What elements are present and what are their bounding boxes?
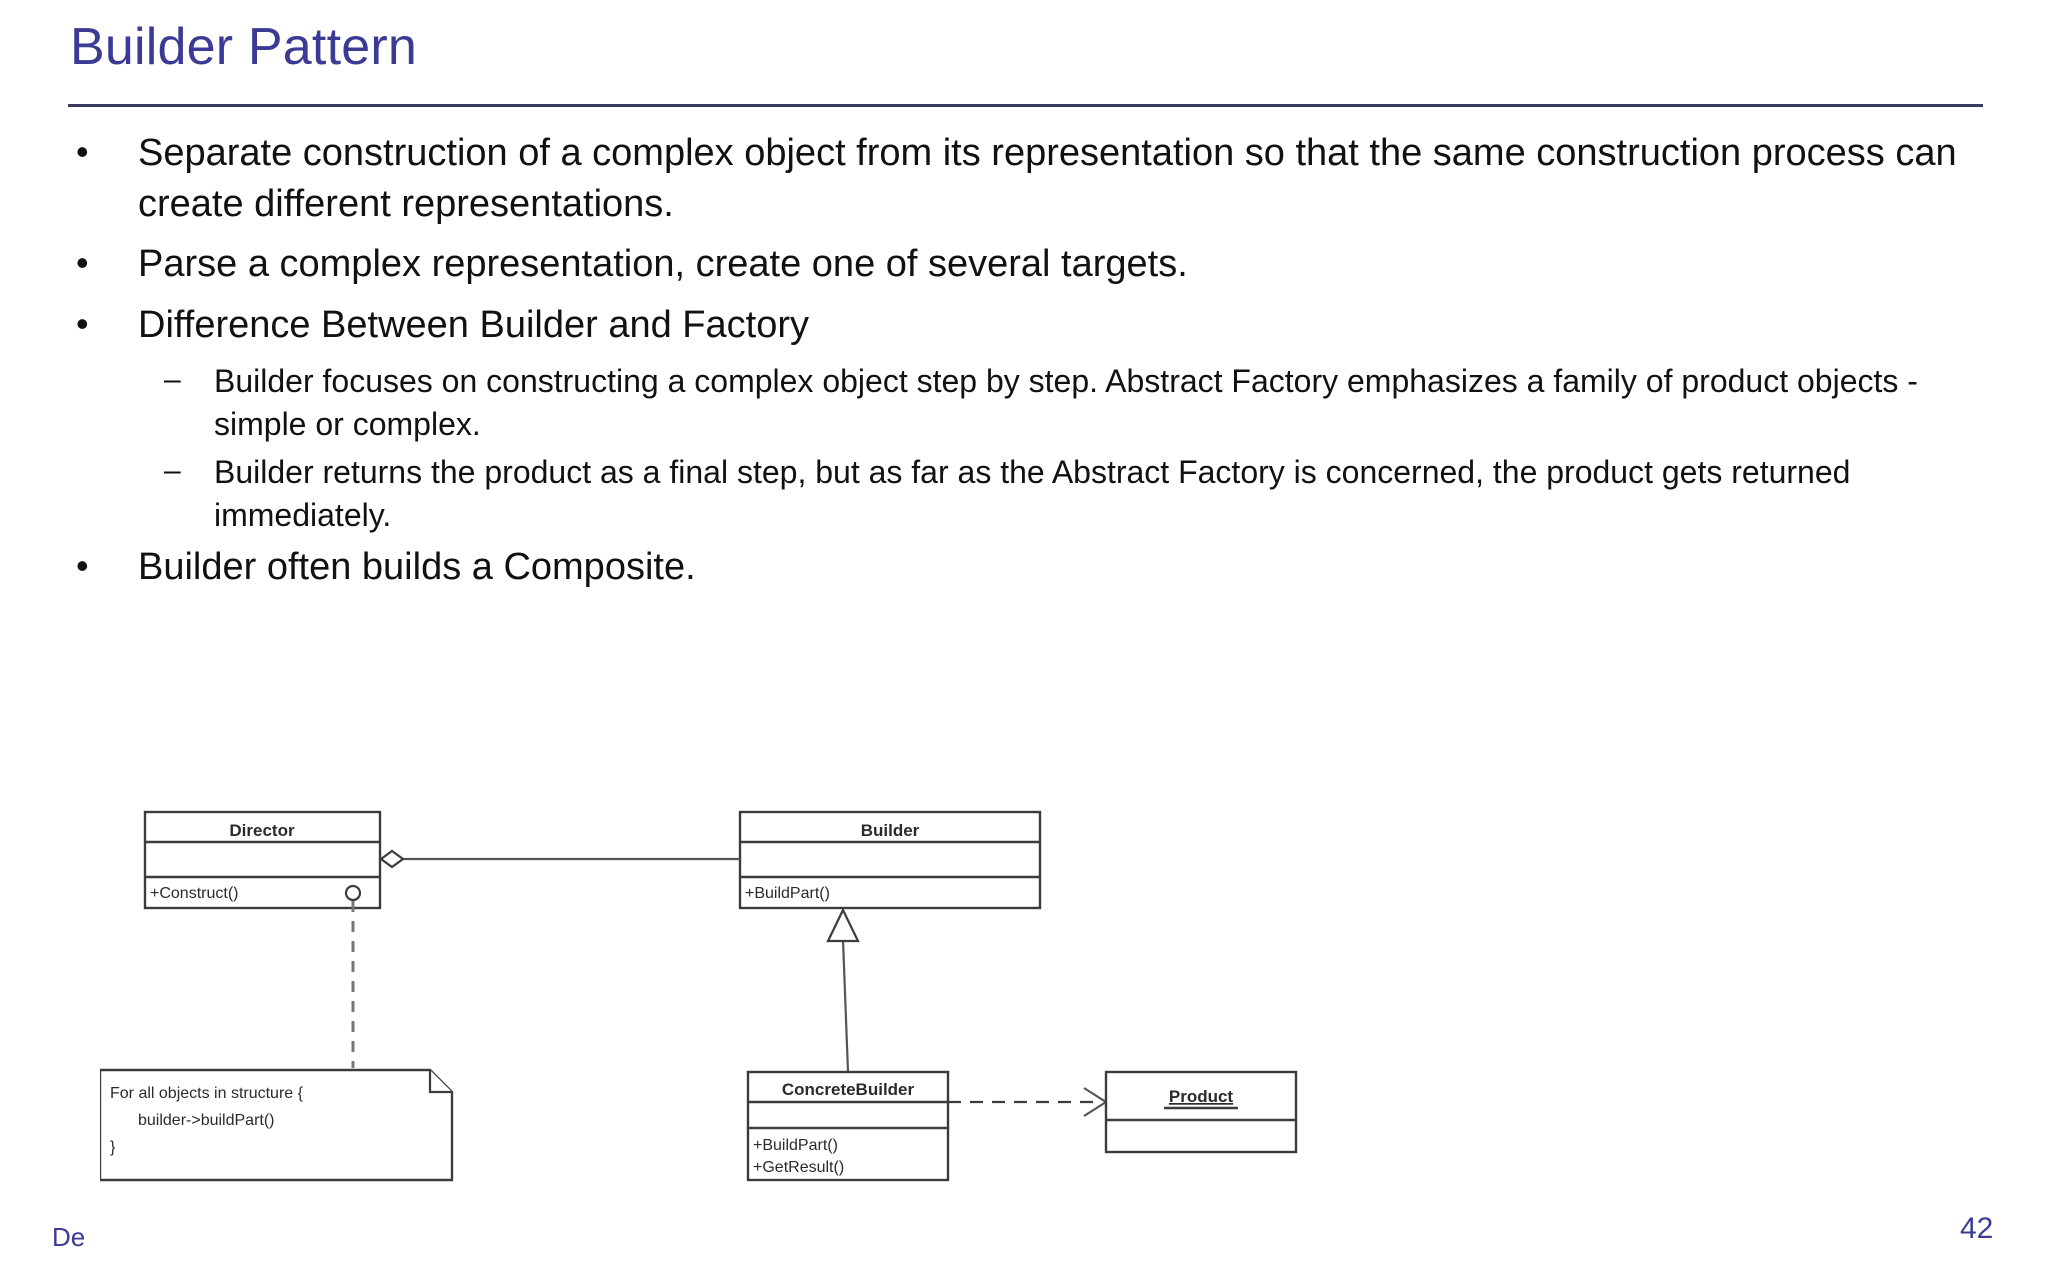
bullet-marker: • <box>76 242 89 284</box>
bullet-text: Builder often builds a Composite. <box>138 546 696 589</box>
uml-class-director: Director +Construct() <box>143 810 382 910</box>
uml-class-name-director: Director <box>229 821 295 840</box>
uml-relationship-generalization <box>826 907 860 1073</box>
sub-bullet-item: – Builder focuses on constructing a comp… <box>68 360 1988 445</box>
uml-class-concretebuilder: ConcreteBuilder +BuildPart() +GetResult(… <box>746 1070 950 1182</box>
bullet-text: Difference Between Builder and Factory <box>138 303 809 346</box>
uml-note-anchor <box>344 884 362 1068</box>
uml-class-name-builder: Builder <box>861 821 920 840</box>
sub-bullet-marker: – <box>164 363 181 397</box>
uml-operation-builder-buildpart: +BuildPart() <box>745 885 830 902</box>
bullet-item: • Parse a complex representation, create… <box>68 239 1988 290</box>
uml-note-line-3: } <box>110 1139 116 1156</box>
bullet-marker: • <box>76 302 89 344</box>
note-anchor-circle-icon <box>344 884 362 902</box>
bullet-text: Parse a complex representation, create o… <box>138 243 1188 286</box>
footer-text: De <box>52 1222 86 1252</box>
uml-operation-concretebuilder-buildpart: +BuildPart() <box>753 1137 838 1154</box>
uml-operation-concretebuilder-getresult: +GetResult() <box>753 1159 844 1176</box>
uml-note: For all objects in structure { builder->… <box>100 1068 454 1182</box>
bullet-item: • Separate construction of a complex obj… <box>68 128 1988 229</box>
uml-class-name-product: Product <box>1169 1087 1234 1106</box>
page-title: Builder Pattern <box>70 18 417 76</box>
sub-bullet-marker: – <box>164 454 181 488</box>
uml-class-name-concretebuilder: ConcreteBuilder <box>782 1080 915 1099</box>
uml-operation-director-construct: +Construct() <box>150 885 238 902</box>
uml-note-line-1: For all objects in structure { <box>110 1085 304 1102</box>
title-divider <box>68 104 1983 107</box>
aggregation-diamond-icon <box>379 849 405 869</box>
uml-note-line-2: builder->buildPart() <box>138 1112 275 1129</box>
uml-class-diagram: Director +Construct() Builder +BuildPart… <box>100 780 1460 1220</box>
page-number: 42 <box>1960 1212 1994 1245</box>
sub-bullet-text: Builder returns the product as a final s… <box>214 454 1851 533</box>
sub-bullet-item: – Builder returns the product as a final… <box>68 451 1988 536</box>
uml-class-builder: Builder +BuildPart() <box>738 810 1042 910</box>
bullet-marker: • <box>76 131 89 172</box>
bullet-text: Separate construction of a complex objec… <box>138 132 1957 225</box>
slide-body: • Separate construction of a complex obj… <box>68 128 1988 603</box>
sub-bullet-text: Builder focuses on constructing a comple… <box>214 363 1918 442</box>
uml-relationship-aggregation <box>379 849 740 869</box>
uml-relationship-dependency <box>948 1087 1109 1117</box>
uml-class-product: Product <box>1104 1070 1298 1154</box>
bullet-item: • Difference Between Builder and Factory <box>68 300 1988 351</box>
bullet-item: • Builder often builds a Composite. <box>68 542 1988 593</box>
generalization-triangle-icon <box>826 907 860 943</box>
bullet-marker: • <box>76 545 89 587</box>
